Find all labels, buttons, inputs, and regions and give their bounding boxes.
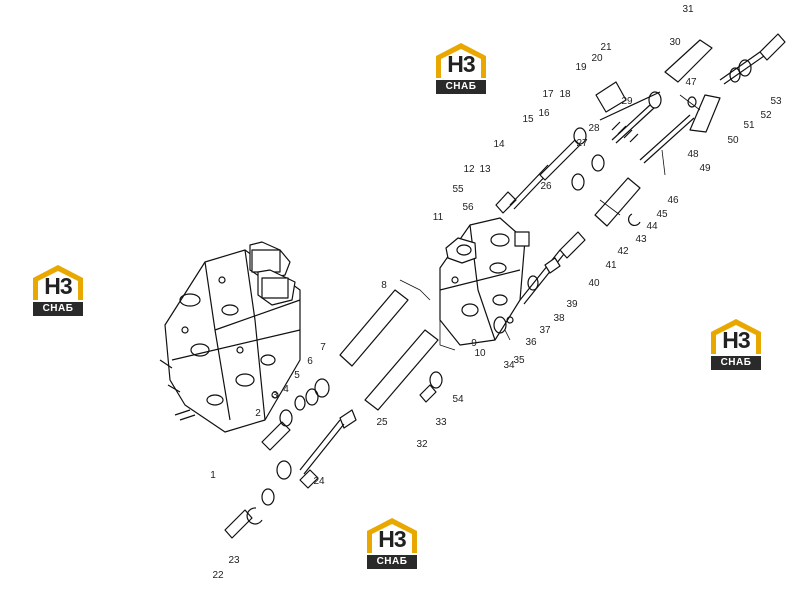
- part-number-37: 37: [539, 325, 551, 336]
- part-number-35: 35: [513, 355, 525, 366]
- part-number-30: 30: [669, 37, 681, 48]
- logo-sub-text: СНАБ: [711, 356, 761, 370]
- part-number-10: 10: [474, 348, 486, 359]
- watermark-logo: H3 СНАБ: [30, 262, 86, 318]
- part-number-54: 54: [452, 394, 464, 405]
- house-outline-icon: [436, 43, 486, 78]
- part-number-38: 38: [553, 313, 565, 324]
- part-number-32: 32: [416, 439, 428, 450]
- part-number-55: 55: [452, 184, 464, 195]
- part-number-8: 8: [381, 280, 387, 291]
- part-number-34: 34: [503, 360, 515, 371]
- part-number-45: 45: [656, 209, 668, 220]
- part-number-1: 1: [210, 470, 216, 481]
- part-number-9: 9: [471, 338, 477, 349]
- house-outline-icon: [33, 265, 83, 300]
- part-number-19: 19: [575, 62, 587, 73]
- part-number-48: 48: [687, 149, 699, 160]
- part-number-53: 53: [770, 96, 782, 107]
- part-number-5: 5: [294, 370, 300, 381]
- part-number-43: 43: [635, 234, 647, 245]
- part-number-18: 18: [559, 89, 571, 100]
- watermark-logo: H3 СНАБ: [708, 316, 764, 372]
- valve-section-housing: [439, 217, 530, 346]
- part-number-56: 56: [462, 202, 474, 213]
- part-number-29: 29: [621, 96, 633, 107]
- part-number-17: 17: [542, 89, 554, 100]
- part-number-27: 27: [576, 138, 588, 149]
- part-number-12: 12: [463, 164, 475, 175]
- watermark-logo: H3 СНАБ: [433, 40, 489, 96]
- part-number-14: 14: [493, 139, 505, 150]
- part-number-13: 13: [479, 164, 491, 175]
- logo-sub-text: СНАБ: [33, 302, 83, 316]
- logo-main-text: H3: [378, 526, 406, 552]
- part-number-16: 16: [538, 108, 550, 119]
- part-number-52: 52: [760, 110, 772, 121]
- part-number-40: 40: [588, 278, 600, 289]
- leader-lines: [399, 94, 701, 351]
- part-number-31: 31: [682, 4, 694, 15]
- part-number-26: 26: [540, 181, 552, 192]
- watermark-logo: H3 СНАБ: [364, 515, 420, 571]
- seal-rings: [246, 59, 752, 525]
- part-number-11: 11: [433, 212, 444, 223]
- part-number-28: 28: [588, 123, 600, 134]
- part-number-51: 51: [743, 120, 755, 131]
- part-number-22: 22: [212, 570, 224, 581]
- logo-main-text: H3: [447, 51, 475, 77]
- part-number-46: 46: [667, 195, 679, 206]
- spool-parts: [224, 33, 786, 539]
- part-number-50: 50: [727, 135, 739, 146]
- part-number-2: 2: [255, 408, 261, 419]
- part-number-39: 39: [566, 299, 578, 310]
- part-number-23: 23: [228, 555, 240, 566]
- part-number-47: 47: [685, 77, 697, 88]
- logo-sub-text: СНАБ: [367, 555, 417, 569]
- part-number-49: 49: [699, 163, 711, 174]
- part-number-21: 21: [600, 42, 612, 53]
- part-number-6: 6: [307, 356, 313, 367]
- part-number-3: 3: [272, 390, 278, 401]
- part-number-41: 41: [605, 260, 617, 271]
- part-number-7: 7: [320, 342, 326, 353]
- part-number-36: 36: [525, 337, 537, 348]
- part-number-4: 4: [283, 384, 289, 395]
- house-outline-icon: [711, 319, 761, 354]
- part-number-44: 44: [646, 221, 658, 232]
- logo-main-text: H3: [722, 327, 750, 353]
- part-number-15: 15: [522, 114, 534, 125]
- logo-sub-text: СНАБ: [436, 80, 486, 94]
- part-number-25: 25: [376, 417, 388, 428]
- valve-body-assembly: [159, 241, 301, 433]
- part-number-24: 24: [313, 476, 325, 487]
- house-outline-icon: [367, 518, 417, 553]
- part-number-33: 33: [435, 417, 447, 428]
- logo-main-text: H3: [44, 273, 72, 299]
- part-number-42: 42: [617, 246, 629, 257]
- part-number-20: 20: [591, 53, 603, 64]
